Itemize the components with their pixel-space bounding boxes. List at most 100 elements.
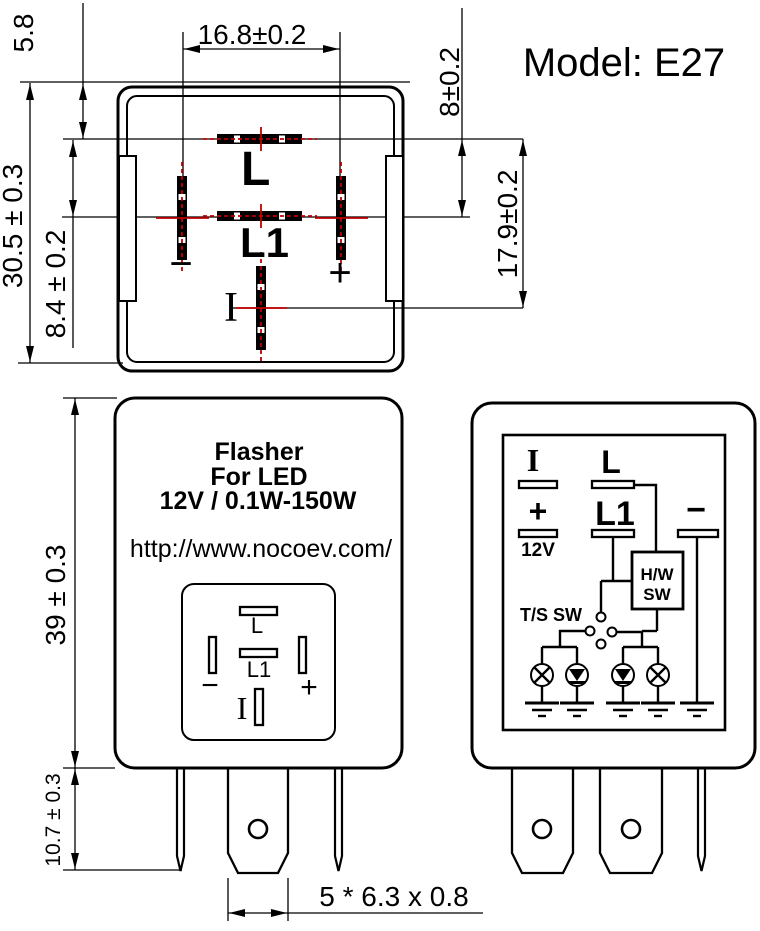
dimension-text: 5 * 6.3 x 0.8 <box>319 881 468 912</box>
pin-label-l: L <box>241 143 270 196</box>
switch-contact-off <box>595 638 607 650</box>
pin-notch <box>234 212 240 220</box>
marking-line1: Flasher <box>215 438 304 466</box>
led-lamp-symbol <box>565 663 589 687</box>
wire-l-to-hazard-switch <box>634 483 658 552</box>
led-triangle <box>615 669 631 681</box>
pinout-box <box>181 583 336 741</box>
turn-signal-switch-label: T/S SW <box>520 605 582 625</box>
pinout-label-l: L <box>251 613 263 638</box>
lamp-x-mark <box>533 666 551 684</box>
hazard-switch-label-line1: H/W <box>640 565 674 584</box>
pinout-slot-plus <box>297 635 308 675</box>
terminal-blade-1-hole <box>531 818 553 840</box>
arrowhead-down <box>79 122 87 138</box>
arrowhead-right <box>271 909 287 917</box>
dimension-l-to-i: 17.9±0.2 <box>492 139 527 308</box>
wire-left-contact-to-lamps <box>558 629 585 647</box>
ground-stub <box>540 686 660 703</box>
terminal-bar-i <box>517 479 559 490</box>
terminal-pin-thin-left <box>175 768 186 872</box>
ground-symbol <box>680 701 714 718</box>
switch-contact-left <box>584 625 596 637</box>
arrowhead-down <box>71 853 79 869</box>
side-clip-left <box>118 155 137 302</box>
schematic-frame <box>501 433 727 732</box>
arrowhead-down <box>69 200 77 216</box>
pin-plus-blade <box>315 162 368 274</box>
hazard-switch-label-line2: SW <box>643 585 671 604</box>
switch-contact-right <box>606 626 618 638</box>
ground-symbol <box>641 701 675 718</box>
terminal-blade-hole <box>247 818 269 840</box>
pinout-slot-l1 <box>238 647 279 659</box>
terminal-bar-plus <box>517 528 559 539</box>
dimension-text: 16.8±0.2 <box>198 19 307 50</box>
pinout-label-plus: + <box>300 671 318 704</box>
terminal-pin-thin <box>696 768 707 872</box>
circuit-view: I + 12V L L1 − H/W SW T/S SW <box>470 401 757 875</box>
arrowhead-up <box>71 769 79 785</box>
arrowhead-up <box>69 141 77 157</box>
dimension-text: 10.7 ± 0.3 <box>42 773 65 866</box>
ground-symbol <box>525 701 559 718</box>
terminal-blade-2-hole <box>620 818 642 840</box>
pinout-label-l1: L1 <box>247 657 271 682</box>
relay-body-circuit <box>470 401 757 770</box>
pin-minus-blade <box>156 162 209 274</box>
arrowhead-left <box>229 909 245 917</box>
arrowhead-down <box>519 291 527 307</box>
pin-label-i: I <box>224 285 238 331</box>
dimension-text: 30.5 ± 0.3 <box>0 164 28 288</box>
marking-url: http://www.nocoev.com/ <box>130 535 392 563</box>
arrowhead-right <box>323 45 339 53</box>
arrowhead-up <box>458 140 466 156</box>
hazard-switch-box <box>630 550 685 611</box>
arrowhead-up <box>71 399 79 415</box>
pinout-label-i: I <box>237 690 248 726</box>
arrowhead-up <box>79 84 87 100</box>
dimension-terminal-spec: 5 * 6.3 x 0.8 <box>227 878 483 921</box>
terminal-bar-minus <box>676 528 720 539</box>
bulb-lamp-symbol <box>530 663 554 687</box>
pinout-slot-i <box>253 687 265 727</box>
arrowhead-up <box>26 84 34 100</box>
arrowhead-down <box>458 200 466 216</box>
pin-i-blade <box>236 252 287 364</box>
relay-body-front <box>113 396 404 770</box>
ground-symbol <box>560 701 594 718</box>
terminal-pin-thin-right <box>333 768 344 872</box>
dimension-text: 39 ± 0.3 <box>40 545 71 646</box>
ground-symbol <box>606 701 640 718</box>
model-label: Model: E27 <box>523 41 725 85</box>
pin-l-blade <box>203 127 317 151</box>
pin-label-plus: + <box>328 251 351 295</box>
arrowhead-left <box>184 45 200 53</box>
pin-label-minus: − <box>169 242 192 286</box>
arrowhead-up <box>519 140 527 156</box>
dimension-pin-span-width: 16.8±0.2 <box>183 19 340 53</box>
pin-label-l1: L1 <box>240 219 289 266</box>
switch-contact-pole <box>595 611 607 623</box>
terminal-label-l: L <box>601 444 621 480</box>
terminal-label-plus: + <box>529 493 548 529</box>
terminal-label-i: I <box>527 442 539 478</box>
lamp-x-mark <box>649 666 667 684</box>
marking-line2: For LED <box>210 463 307 491</box>
led-lamp-symbol <box>611 663 635 687</box>
pinout-slot-minus <box>207 635 218 675</box>
terminal-bar-l1 <box>590 528 636 539</box>
dimension-top-edge-to-l: 5.8 <box>8 3 87 139</box>
terminal-label-minus: − <box>686 491 706 529</box>
dimension-text: 8.4 ± 0.2 <box>40 230 71 339</box>
side-clip-right <box>385 155 404 302</box>
led-triangle <box>569 669 585 681</box>
bulb-lamp-symbol <box>646 663 670 687</box>
top-view: L L1 − + I 30.5 ± 0.3 5.8 8.4 ± 0.2 <box>0 3 527 373</box>
dimension-body-width: 30.5 ± 0.3 <box>0 83 34 363</box>
dimension-l-to-l1-left: 8.4 ± 0.2 <box>40 140 77 348</box>
marking-line3: 12V / 0.1W-150W <box>160 487 357 515</box>
arrowhead-down <box>26 346 34 362</box>
dimension-terminal-length: 10.7 ± 0.3 <box>42 768 79 870</box>
